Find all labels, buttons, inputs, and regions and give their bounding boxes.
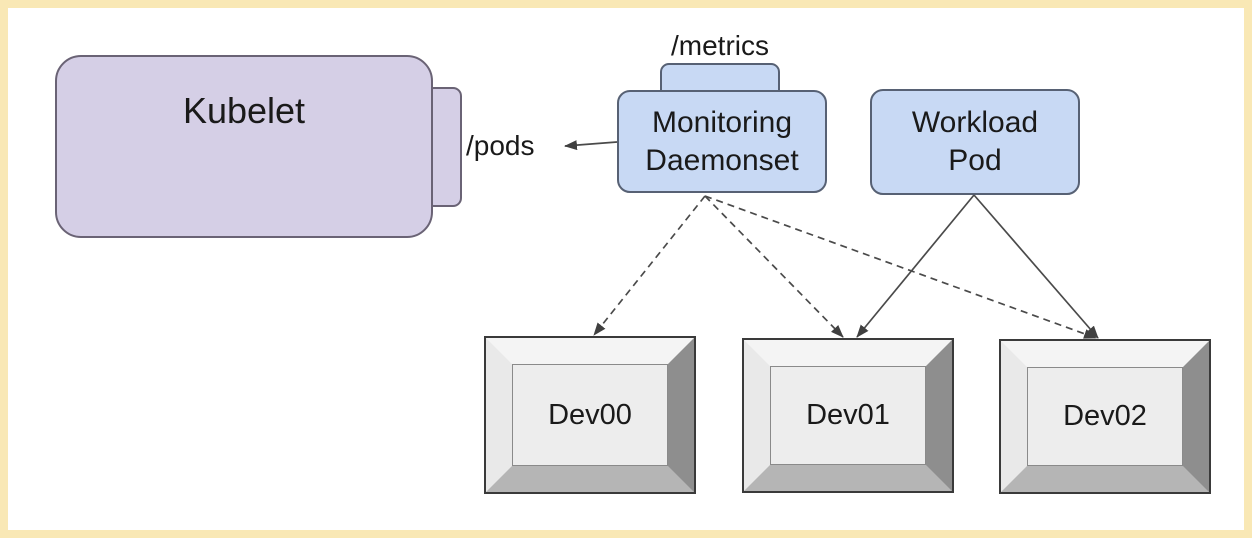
workload-pod-label-line1: Workload — [911, 106, 1039, 139]
workload-pod-node: Workload Pod — [870, 89, 1080, 195]
kubelet-label: Kubelet — [182, 90, 306, 131]
device-label: Dev02 — [1063, 400, 1147, 432]
workload-pod-label-line2: Pod — [948, 144, 1002, 177]
edge-monitoring-daemonset-to-dev00 — [593, 195, 706, 336]
edge-workload-pod-to-dev02 — [973, 194, 1099, 339]
device-node-dev02: Dev02 — [999, 339, 1211, 494]
monitoring-daemonset-label-line1: Monitoring — [651, 105, 793, 139]
edge-monitoring-daemonset-to-dev02 — [704, 195, 1097, 339]
monitoring-daemonset-node: Monitoring Daemonset — [617, 90, 827, 193]
pods-endpoint-label: /pods — [466, 130, 535, 161]
device-node-dev00: Dev00 — [484, 336, 696, 494]
diagram-canvas: Kubelet /pods /metrics Monitoring Daemon… — [8, 8, 1244, 530]
edge-workload-pod-to-dev01 — [856, 194, 975, 338]
edge-monitoring-daemonset-to-pods-endpoint — [564, 140, 618, 151]
device-label: Dev00 — [548, 398, 632, 431]
edge-monitoring-daemonset-to-dev01 — [704, 195, 844, 338]
metrics-endpoint-label: /metrics — [671, 30, 769, 61]
kubelet-node: Kubelet — [55, 55, 433, 238]
device-node-dev01: Dev01 — [742, 338, 954, 493]
monitoring-daemonset-label-line2: Daemonset — [645, 143, 799, 177]
device-label: Dev01 — [806, 399, 890, 431]
